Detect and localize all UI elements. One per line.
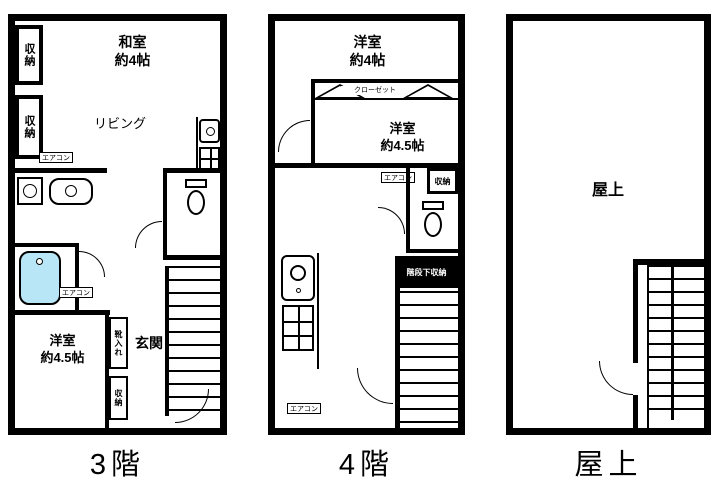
room-label-4jo: 洋室 約4帖 [349, 34, 386, 69]
sink-basin [290, 265, 306, 281]
toilet-icon [422, 201, 444, 237]
wall [15, 243, 79, 247]
storage-label: 収納 [23, 43, 35, 67]
wall [406, 249, 458, 253]
sink-basin [206, 127, 215, 136]
aircon-label: エアコン [59, 287, 93, 298]
closet-door-inner [408, 86, 448, 97]
roof-label: 屋上 [591, 182, 624, 199]
wall [311, 79, 458, 83]
aircon-label: エアコン [287, 403, 321, 414]
caption-floor4: 4階 [338, 449, 395, 481]
wall [75, 243, 79, 313]
bathtub-icon [19, 251, 61, 305]
storage-box-top: 収納 [15, 25, 43, 85]
vanity-sink-icon [49, 178, 93, 205]
door-arc-icon [599, 361, 633, 395]
toilet-bowl [187, 190, 205, 215]
aircon-label: エアコン [381, 172, 415, 183]
wall [163, 168, 220, 173]
kitchen-counter-line [196, 117, 198, 173]
floor-plan-4f: 洋室 約4帖 クローゼット 洋室 約4.5帖 エアコン 収納 階段下収納 [268, 14, 465, 435]
wall [15, 310, 110, 315]
room-label-living: リビング [93, 116, 146, 131]
room-label-genkan: 玄関 [135, 335, 163, 351]
room-label-45jo: 洋室 約4.5帖 [380, 121, 425, 153]
stove-grid-line [284, 321, 312, 323]
tub-drain [36, 258, 43, 265]
kitchen-counter-line [317, 253, 319, 369]
door-arc-icon [357, 368, 393, 404]
stair-divider-line [671, 265, 674, 420]
storage-box-mid: 収納 [15, 95, 43, 159]
closet-front-line [311, 98, 458, 100]
closet-door-inner [320, 86, 360, 97]
room-label-youshitsu: 洋室 約4.5帖 [40, 333, 85, 365]
closet-door-icon [403, 84, 453, 98]
stairs-icon [400, 291, 458, 423]
washer-drum [23, 184, 37, 198]
wall [165, 266, 169, 416]
kitchen-sink-icon [281, 255, 315, 301]
floor-plan-3f: 収納 収納 和室 約4帖 リビング エアコン [8, 14, 227, 435]
wall [163, 168, 167, 260]
wall [311, 79, 315, 167]
under-stairs-storage-label: 階段下収納 [406, 267, 447, 277]
washing-machine-icon [17, 177, 43, 205]
toilet-bowl [424, 212, 442, 237]
wall [633, 259, 638, 363]
stairs-icon [649, 265, 704, 415]
under-stairs-storage: 階段下収納 [395, 256, 458, 288]
storage-box: 収納 [427, 168, 458, 194]
wall [406, 168, 410, 253]
shoe-cabinet-box: 靴入れ [109, 317, 128, 369]
stove-grid-line [284, 335, 312, 337]
floor-plan-roof: 屋上 [506, 14, 711, 435]
room-label-washitsu: 和室 約4帖 [114, 34, 151, 69]
vanity-basin [65, 185, 77, 197]
storage-label: 収納 [434, 176, 451, 186]
wall [15, 168, 107, 173]
toilet-tank [185, 179, 207, 188]
stove-grid-line [298, 307, 300, 349]
caption-floor3: 3階 [89, 449, 146, 481]
wall [105, 310, 109, 428]
storage-label: 収納 [114, 389, 123, 407]
kitchen-sink-icon [199, 119, 220, 143]
wall [395, 288, 400, 428]
door-arc-icon [79, 251, 105, 277]
wall [163, 255, 220, 260]
door-arc-icon [135, 221, 162, 248]
aircon-label: エアコン [39, 152, 73, 163]
stove-icon [282, 305, 314, 351]
toilet-tank [422, 201, 444, 210]
wall [633, 395, 638, 428]
wall [275, 163, 458, 168]
shoe-cabinet-label: 靴入れ [114, 329, 123, 357]
door-arc-icon [278, 120, 310, 152]
sink-faucet [296, 288, 301, 293]
closet-label: クローゼット [341, 86, 409, 96]
storage-box-bottom: 収納 [109, 376, 128, 420]
stair-edge-line [647, 265, 649, 428]
toilet-icon [185, 179, 207, 215]
wall [633, 259, 704, 265]
stove-grid-line [201, 158, 218, 160]
door-arc-icon [175, 389, 209, 423]
caption-roof: 屋上 [574, 449, 643, 481]
storage-label: 収納 [23, 115, 35, 139]
door-arc-icon [378, 207, 405, 234]
